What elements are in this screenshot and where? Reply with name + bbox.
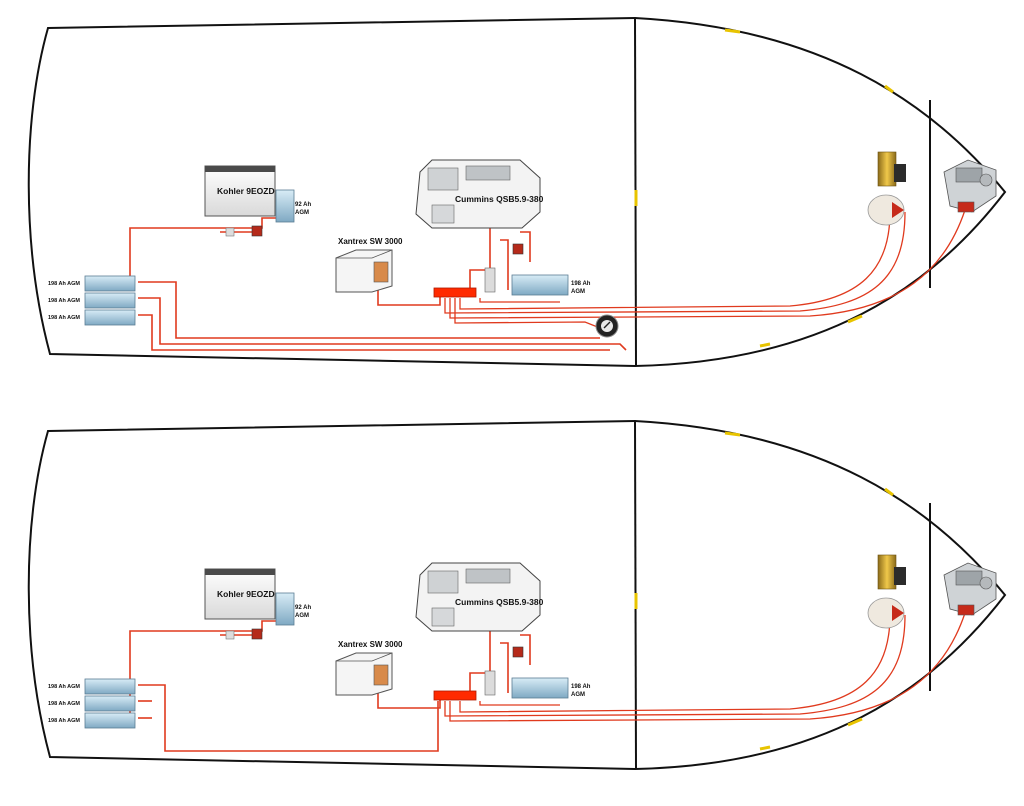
small-battery-label: AGM <box>295 613 309 619</box>
generator-kohler: Kohler 9EOZD 92 Ah AGM <box>204 568 311 640</box>
fuse-holder <box>225 630 235 640</box>
generator-label: Kohler 9EOZD <box>217 186 275 196</box>
small-battery-label: 92 Ah <box>295 202 311 208</box>
bow-thruster <box>867 151 906 226</box>
anchor-windlass <box>943 562 997 616</box>
battery-switch <box>512 646 524 658</box>
inverter-label: Xantrex SW 3000 <box>338 237 403 246</box>
busbar <box>433 287 477 298</box>
diagram-bottom: Kohler 9EOZD 92 Ah AGM Cummins QSB5.9-38… <box>27 419 1007 771</box>
start-battery-label: AGM <box>571 289 585 295</box>
engine-label: Cummins QSB5.9-380 <box>455 194 544 204</box>
battery-switch <box>512 243 524 255</box>
small-battery-label: 92 Ah <box>295 605 311 611</box>
small-battery <box>275 592 295 626</box>
inverter-label: Xantrex SW 3000 <box>338 640 403 649</box>
start-battery-label: 198 Ah <box>571 281 591 287</box>
fuse-holder <box>225 227 235 237</box>
fuse-holder <box>484 267 496 293</box>
house-battery-label: 198 Ah AGM <box>48 718 80 724</box>
engine-label: Cummins QSB5.9-380 <box>455 597 544 607</box>
anchor-windlass <box>943 159 997 213</box>
engine-cummins: Cummins QSB5.9-380 <box>415 562 544 632</box>
engine-cummins: Cummins QSB5.9-380 <box>415 159 544 229</box>
house-battery-label: 198 Ah AGM <box>48 298 80 304</box>
start-battery-label: 198 Ah <box>571 684 591 690</box>
start-battery: 198 Ah AGM <box>484 646 591 699</box>
small-battery-label: AGM <box>295 210 309 216</box>
battery-monitor <box>595 314 619 338</box>
busbar <box>433 690 477 701</box>
generator-kohler: Kohler 9EOZD 92 Ah AGM <box>204 165 311 237</box>
house-battery-bank: 198 Ah AGM 198 Ah AGM 198 Ah AGM <box>48 678 136 729</box>
generator-label: Kohler 9EOZD <box>217 589 275 599</box>
start-battery-label: AGM <box>571 692 585 698</box>
house-battery-label: 198 Ah AGM <box>48 701 80 707</box>
battery-switch <box>251 225 263 237</box>
house-battery-label: 198 Ah AGM <box>48 281 80 287</box>
inverter-xantrex: Xantrex SW 3000 <box>335 237 403 293</box>
house-battery-label: 198 Ah AGM <box>48 315 80 321</box>
wiring-top <box>129 209 966 351</box>
house-battery-label: 198 Ah AGM <box>48 684 80 690</box>
inverter-xantrex: Xantrex SW 3000 <box>335 640 403 696</box>
battery-switch <box>251 628 263 640</box>
small-battery <box>275 189 295 223</box>
bow-thruster <box>867 554 906 629</box>
house-battery-bank: 198 Ah AGM 198 Ah AGM 198 Ah AGM <box>48 275 136 326</box>
diagram-top: Kohler 9EOZD 92 Ah AGM Cummins QSB5.9-38… <box>27 16 1007 368</box>
start-battery: 198 Ah AGM <box>484 243 591 296</box>
fuse-holder <box>484 670 496 696</box>
